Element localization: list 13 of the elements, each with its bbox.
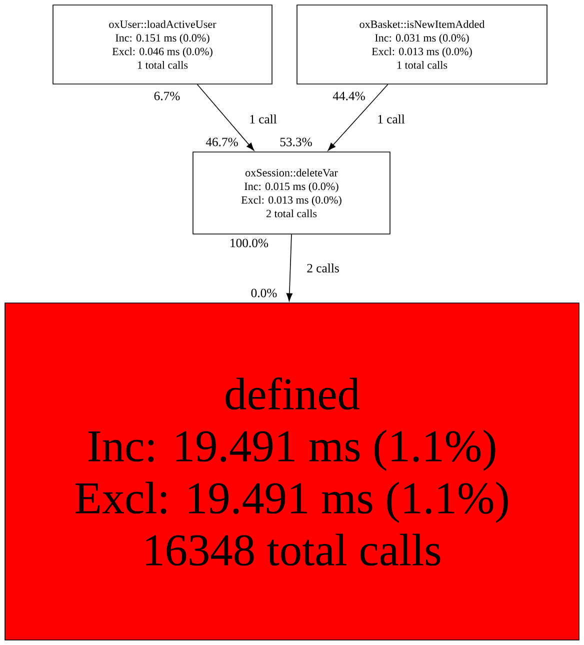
arrow bbox=[196, 84, 254, 151]
edge-label: 2 calls bbox=[305, 262, 341, 274]
function-box: defined Inc: 19.491 ms (1.1%) Excl: 19.491 ms (1.1%) 16348 total calls bbox=[4, 302, 580, 640]
percentage-label: 46.7% bbox=[206, 138, 238, 146]
function-box: oxSession::deleteVar Inc: 0.015 ms (0.0%) Excl: 0.013 ms (0.0%) 2 total calls bbox=[192, 152, 390, 234]
arrow bbox=[286, 234, 292, 302]
edge-label: 1 call bbox=[248, 113, 278, 125]
arrow bbox=[328, 84, 388, 151]
function-box: oxUser::loadActiveUser Inc: 0.151 ms (0.0%) Excl: 0.046 ms (0.0%) 1 total calls bbox=[52, 4, 272, 84]
percentage-label: 44.4% bbox=[332, 92, 365, 100]
function-box: oxBasket::isNewItemAdded Inc: 0.031 ms (0.0%) Excl: 0.013 ms (0.0%) 1 total calls bbox=[296, 4, 548, 84]
edge-label: 1 call bbox=[376, 113, 406, 125]
percentage-label: 0.0% bbox=[251, 288, 277, 298]
